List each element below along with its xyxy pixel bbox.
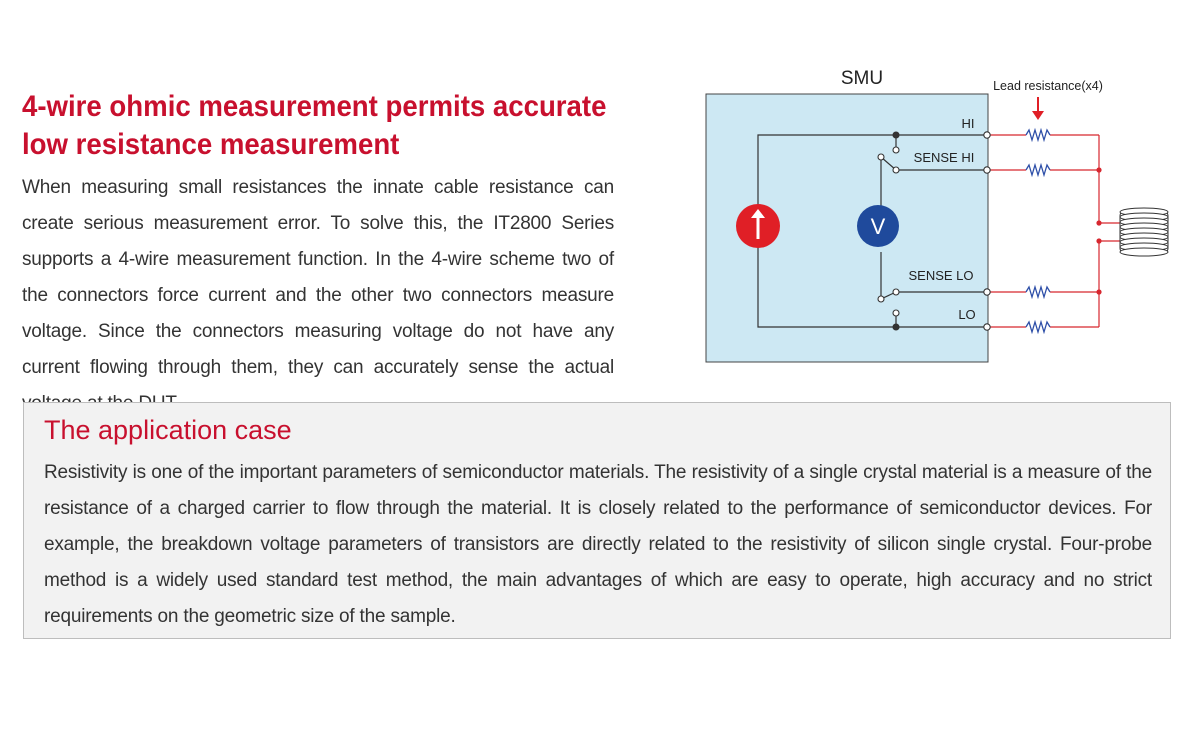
terminal-hi-label: HI: [962, 116, 975, 131]
voltmeter-icon: V: [857, 205, 899, 247]
heading-line-2: low resistance measurement: [22, 128, 400, 161]
intro-paragraph: When measuring small resistances the inn…: [22, 177, 614, 414]
application-case-body: Resistivity is one of the important para…: [44, 462, 1152, 627]
voltmeter-symbol: V: [871, 214, 886, 239]
lead-resistors: [1025, 127, 1051, 335]
section-heading: 4-wire ohmic measurement permits accurat…: [22, 88, 611, 164]
application-case-box: The application case Resistivity is one …: [23, 402, 1171, 639]
terminal-lo-label: LO: [958, 307, 975, 322]
external-wiring: [987, 134, 1120, 328]
dut-coil-icon: [1119, 207, 1169, 257]
heading-line-1: 4-wire ohmic measurement permits accurat…: [22, 90, 607, 123]
lead-arrow-icon: [1032, 97, 1044, 120]
smu-label: SMU: [841, 68, 883, 89]
terminal-connectors: [983, 131, 991, 331]
wire-junctions: [1096, 167, 1102, 295]
application-case-title: The application case: [44, 415, 292, 445]
lead-resistance-label: Lead resistance(x4): [993, 79, 1103, 93]
four-wire-diagram: SMU: [690, 60, 1190, 380]
terminal-sense-hi-label: SENSE HI: [914, 150, 975, 165]
terminal-sense-lo-label: SENSE LO: [908, 268, 973, 283]
current-source-icon: [736, 204, 780, 248]
switch-contacts: [877, 131, 900, 331]
